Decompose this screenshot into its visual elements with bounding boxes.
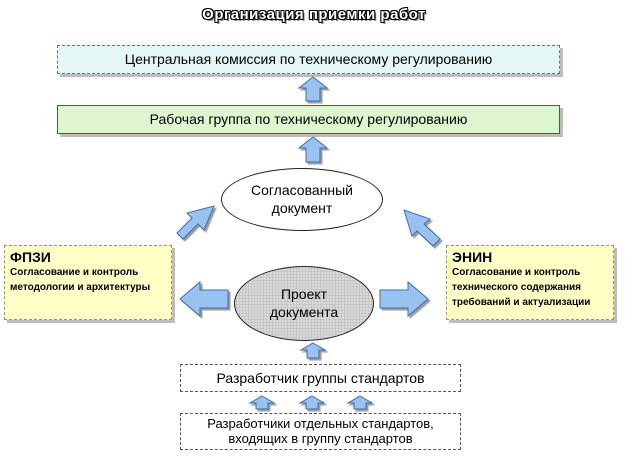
individual-developers-box: Разработчики отдельных стандартов, входя… — [180, 413, 461, 450]
arrow-fpzi-to-agreed-icon — [176, 205, 215, 240]
arrow-up-to-working-group-icon — [297, 136, 329, 163]
fpzi-text: Согласование и контроль методологии и ар… — [10, 267, 151, 293]
enin-heading: ЭНИН — [452, 249, 493, 265]
central-commission-label: Центральная комиссия по техническому рег… — [124, 51, 493, 68]
arrow-up-to-draft-icon — [299, 342, 327, 359]
working-group-label: Рабочая группа по техническому регулиров… — [149, 111, 468, 128]
arrow-enin-to-agreed-icon — [403, 209, 441, 247]
arrow-individual-3-icon — [346, 395, 374, 410]
central-commission-box: Центральная комиссия по техническому рег… — [57, 45, 560, 74]
arrow-individual-2-icon — [298, 395, 326, 410]
arrow-draft-to-enin-icon — [379, 280, 429, 318]
arrow-draft-to-fpzi-icon — [179, 280, 229, 318]
group-developer-label: Разработчик группы стандартов — [216, 369, 425, 386]
group-developer-box: Разработчик группы стандартов — [180, 364, 461, 392]
draft-document-label: Проект документа — [269, 286, 339, 320]
diagram-title: Организация приемки работ — [202, 6, 426, 23]
fpzi-box: ФПЗИ Согласование и контроль методологии… — [4, 245, 172, 320]
draft-document-ellipse: Проект документа — [234, 266, 374, 341]
arrow-up-to-central-icon — [297, 76, 329, 102]
working-group-box: Рабочая группа по техническому регулиров… — [57, 105, 560, 134]
arrow-individual-1-icon — [248, 395, 276, 410]
fpzi-heading: ФПЗИ — [10, 249, 51, 265]
agreed-document-label: Согласованный документ — [250, 182, 353, 216]
enin-text: Согласование и контроль технического сод… — [452, 267, 591, 308]
individual-developers-label: Разработчики отдельных стандартов, входя… — [207, 415, 434, 446]
agreed-document-ellipse: Согласованный документ — [221, 168, 383, 231]
enin-box: ЭНИН Согласование и контроль техническог… — [446, 245, 614, 320]
